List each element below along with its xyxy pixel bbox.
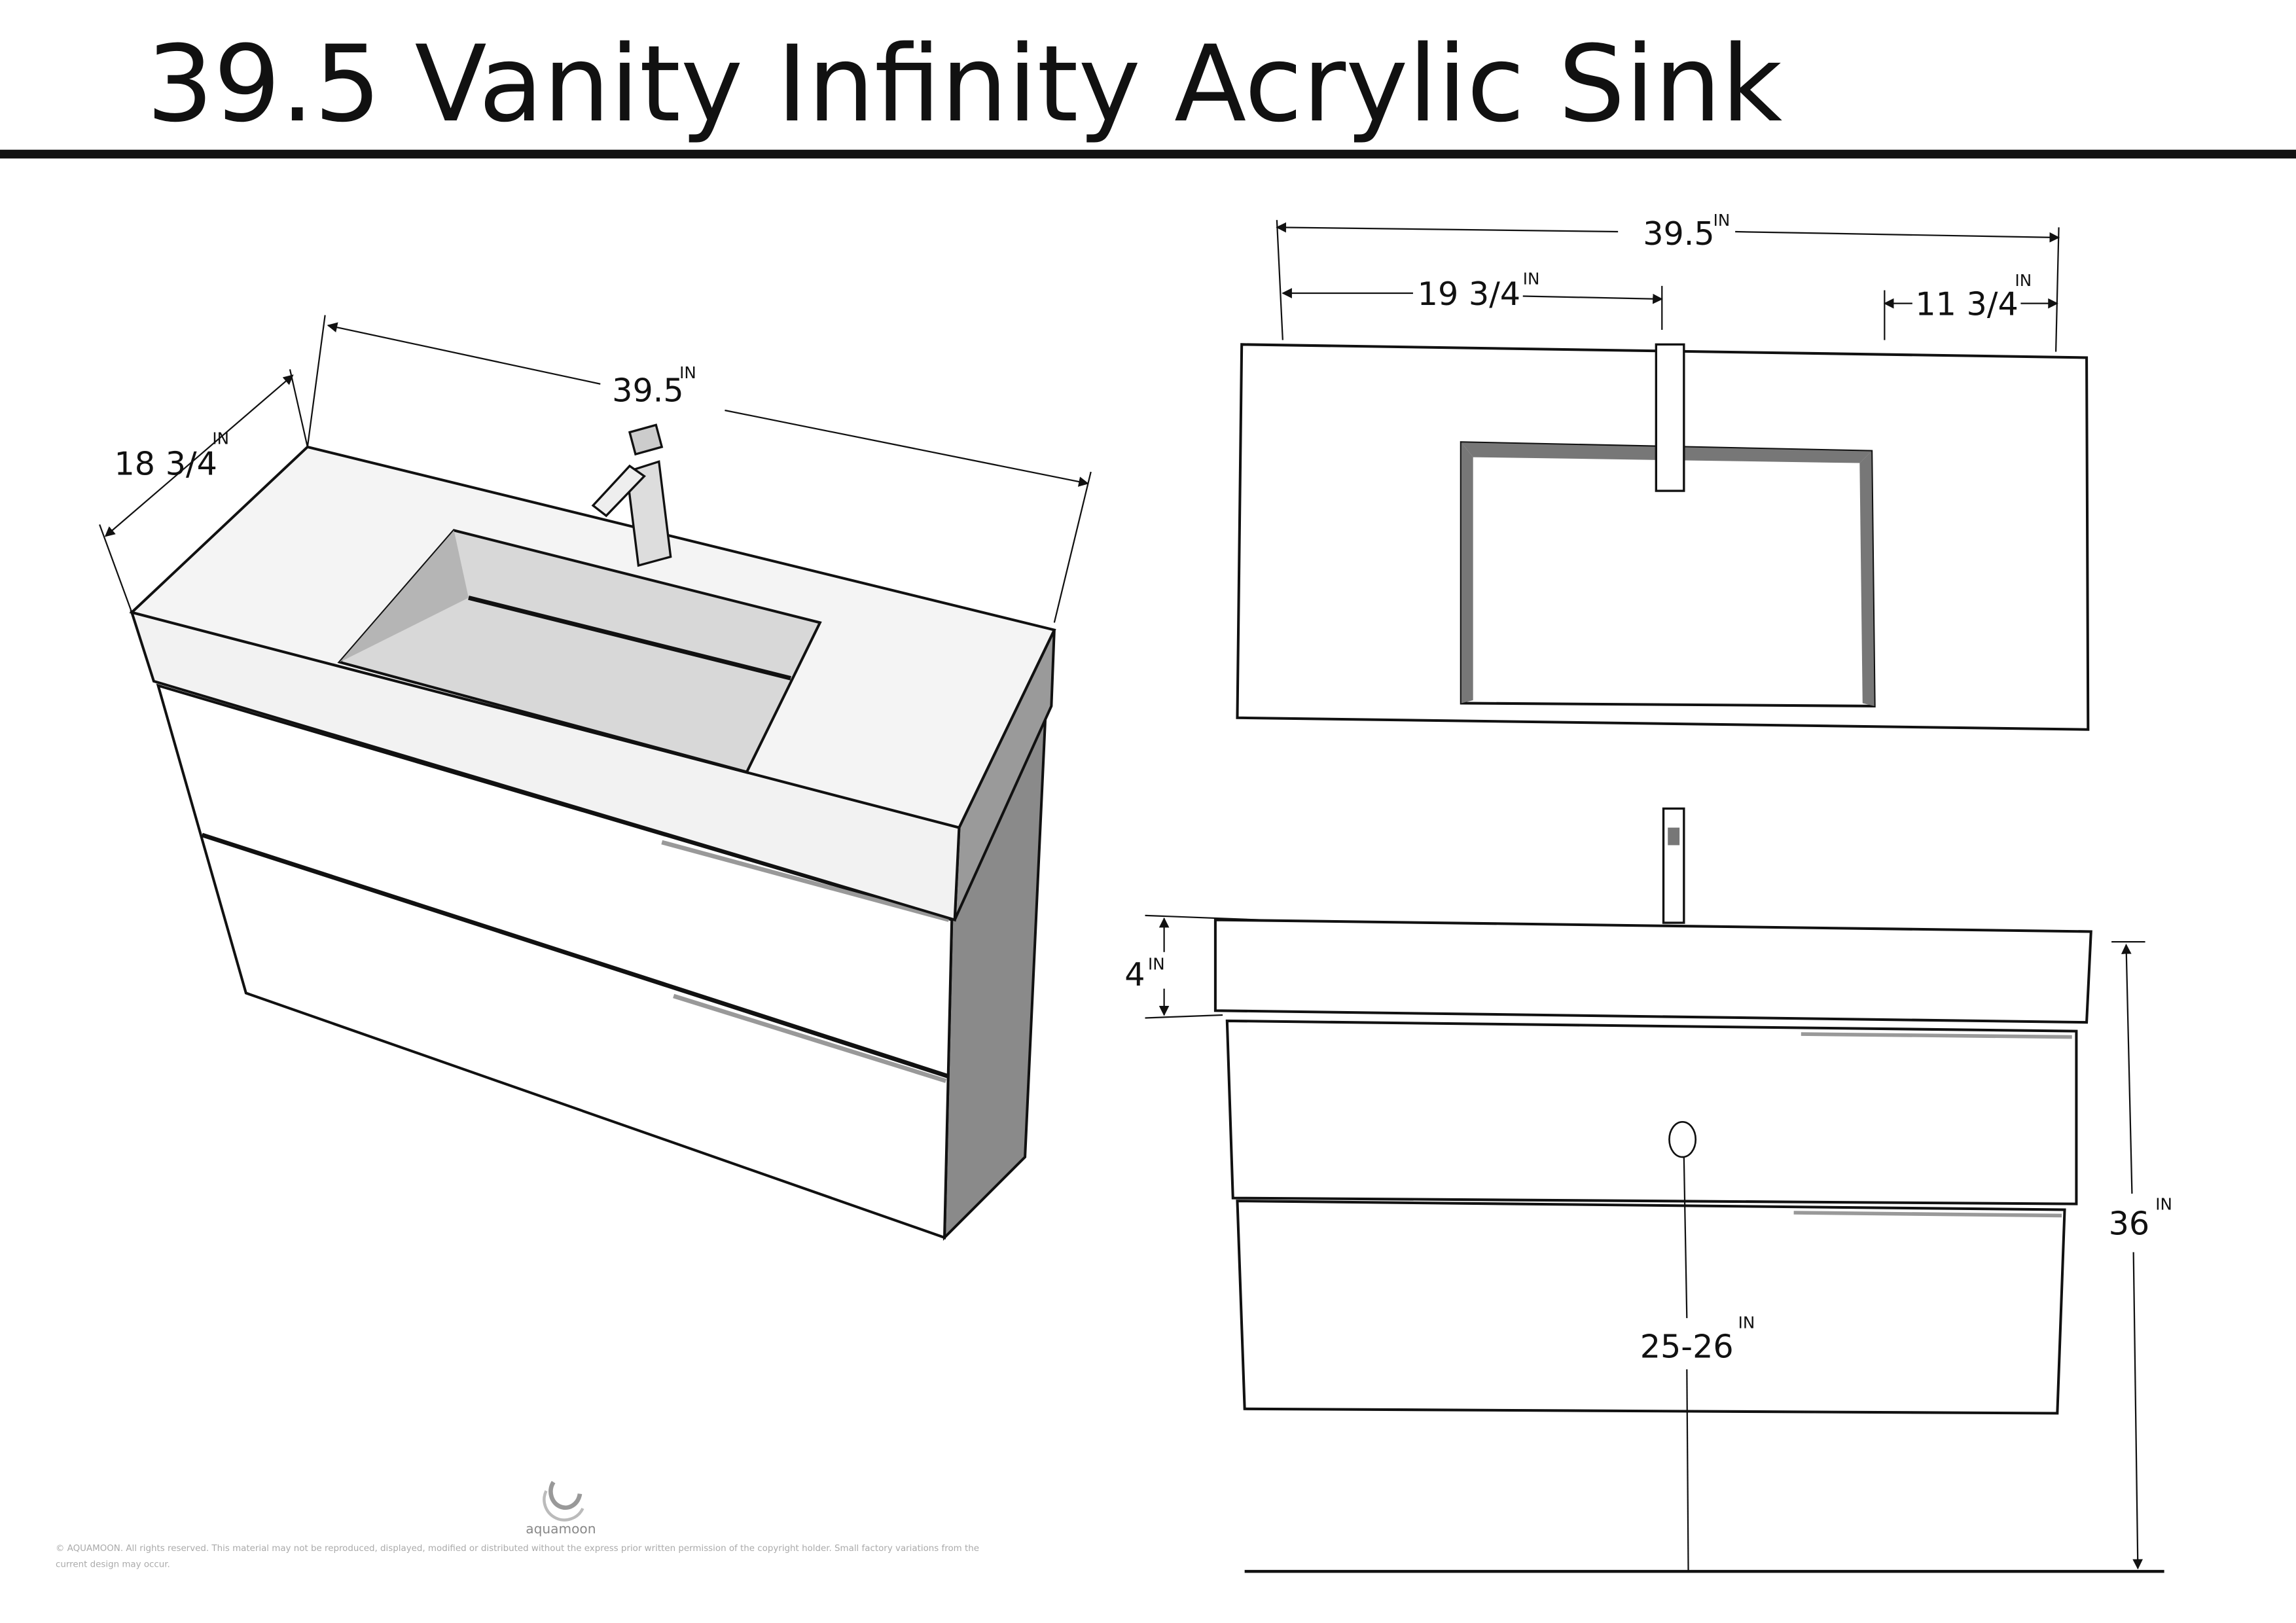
drain-height-line bbox=[1686, 1369, 1689, 1572]
height-dimension: 36 bbox=[2109, 1205, 2150, 1243]
unit-label: IN bbox=[679, 363, 696, 382]
drawer-handle bbox=[1801, 1032, 2072, 1039]
extension-line bbox=[1053, 471, 1092, 623]
top-view: 39.5 IN 19 3/4 IN 11 3/4 IN bbox=[1236, 211, 2090, 731]
page-title: 39.5 Vanity Infinity Acrylic Sink bbox=[147, 22, 1782, 145]
drawer-handle bbox=[661, 840, 950, 922]
extension-line bbox=[2054, 227, 2060, 352]
right-offset-dimension: 11 3/4 bbox=[1915, 285, 2018, 323]
dimension-line bbox=[1735, 230, 2060, 243]
counter-height-dimension: 4 bbox=[1124, 955, 1145, 993]
depth-dimension: 18 3/4 bbox=[115, 444, 217, 482]
drain-marker bbox=[1668, 1120, 1697, 1158]
drain-height-line bbox=[1683, 1156, 1688, 1319]
logo-text: aquamoon bbox=[526, 1521, 596, 1537]
faucet bbox=[1655, 343, 1685, 492]
dimension-line bbox=[725, 409, 1089, 487]
unit-label: IN bbox=[2015, 271, 2032, 290]
drawer-top bbox=[1225, 1019, 2078, 1205]
width-dimension: 39.5 bbox=[612, 372, 684, 410]
unit-label: IN bbox=[1148, 955, 1165, 974]
dimension-line bbox=[2121, 944, 2133, 1194]
isometric-view: 39.5 IN 18 3/4 IN bbox=[99, 315, 1092, 1241]
copyright-text-line2: current design may occur. bbox=[56, 1560, 170, 1569]
unit-label: IN bbox=[212, 429, 229, 448]
dimension-line bbox=[1276, 222, 1619, 233]
dimension-line bbox=[327, 322, 601, 385]
unit-label: IN bbox=[1523, 270, 1540, 289]
extension-line bbox=[1276, 220, 1283, 340]
drawer-split bbox=[201, 832, 950, 1079]
sink-shadow bbox=[1461, 442, 1473, 704]
sink-basin-slope bbox=[340, 530, 469, 662]
front-view: 25-26 IN 36 IN 4 IN bbox=[1124, 807, 2172, 1573]
extension-line bbox=[99, 524, 133, 613]
drawer-handle bbox=[1793, 1211, 2062, 1218]
faucet-offset-dimension: 19 3/4 bbox=[1418, 275, 1520, 313]
countertop-front bbox=[1213, 918, 2092, 1024]
copyright-text: © AQUAMOON. All rights reserved. This ma… bbox=[56, 1544, 979, 1554]
dimension-line bbox=[1522, 293, 1663, 304]
dimension-line bbox=[104, 374, 294, 537]
dimension-line bbox=[2132, 1252, 2144, 1570]
width-dimension: 39.5 bbox=[1643, 215, 1715, 253]
faucet-spout bbox=[1668, 827, 1680, 846]
drawer-handle bbox=[673, 993, 947, 1083]
sink-drain-slot bbox=[468, 596, 791, 681]
faucet bbox=[1662, 807, 1685, 924]
extension-line bbox=[306, 315, 326, 448]
extension-line bbox=[1145, 914, 1260, 921]
drawer-bottom bbox=[1236, 1200, 2066, 1415]
extension-line bbox=[289, 369, 308, 448]
sink-shadow bbox=[1859, 451, 1874, 706]
unit-label: IN bbox=[1713, 211, 1731, 230]
drain-height-dimension: 25-26 bbox=[1640, 1327, 1734, 1365]
brand-logo: aquamoon bbox=[526, 1480, 596, 1537]
extension-line bbox=[1145, 1014, 1223, 1019]
unit-label: IN bbox=[1738, 1313, 1755, 1332]
unit-label: IN bbox=[2155, 1195, 2172, 1214]
cabinet-front bbox=[156, 683, 954, 1240]
title-rule bbox=[0, 149, 2296, 159]
faucet bbox=[591, 423, 672, 567]
